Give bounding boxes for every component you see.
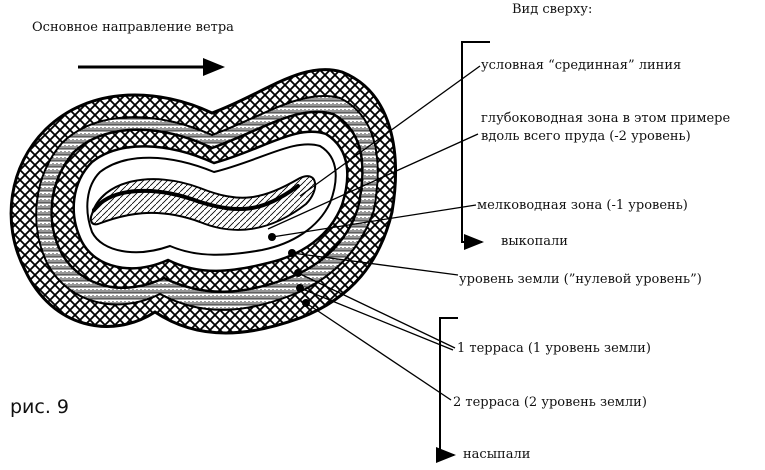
view-from-above-label: Вид сверху:	[512, 2, 593, 17]
leader-lines	[267, 65, 481, 401]
dug-bracket	[461, 41, 490, 250]
median-line	[92, 184, 300, 212]
terrace-2-label: 2 терраса (2 уровень земли)	[453, 395, 647, 410]
wind-arrow	[78, 58, 225, 76]
deep-zone-label: глубоководная зона в этом примере вдоль …	[481, 111, 731, 144]
ground-level-label: уровень земли (”нулевой уровень”)	[459, 272, 702, 287]
shallow-zone-label: мелководная зона (-1 уровень)	[477, 198, 688, 213]
filled-bracket	[436, 317, 458, 463]
filled-label: насыпали	[463, 447, 531, 462]
terrace-1-label: 1 терраса (1 уровень земли)	[457, 341, 651, 356]
wind-direction-label: Основное направление ветра	[32, 20, 234, 35]
median-line-label: условная “срединная” линия	[481, 58, 682, 73]
figure-caption: рис. 9	[10, 396, 70, 418]
dug-label: выкопали	[501, 234, 568, 249]
